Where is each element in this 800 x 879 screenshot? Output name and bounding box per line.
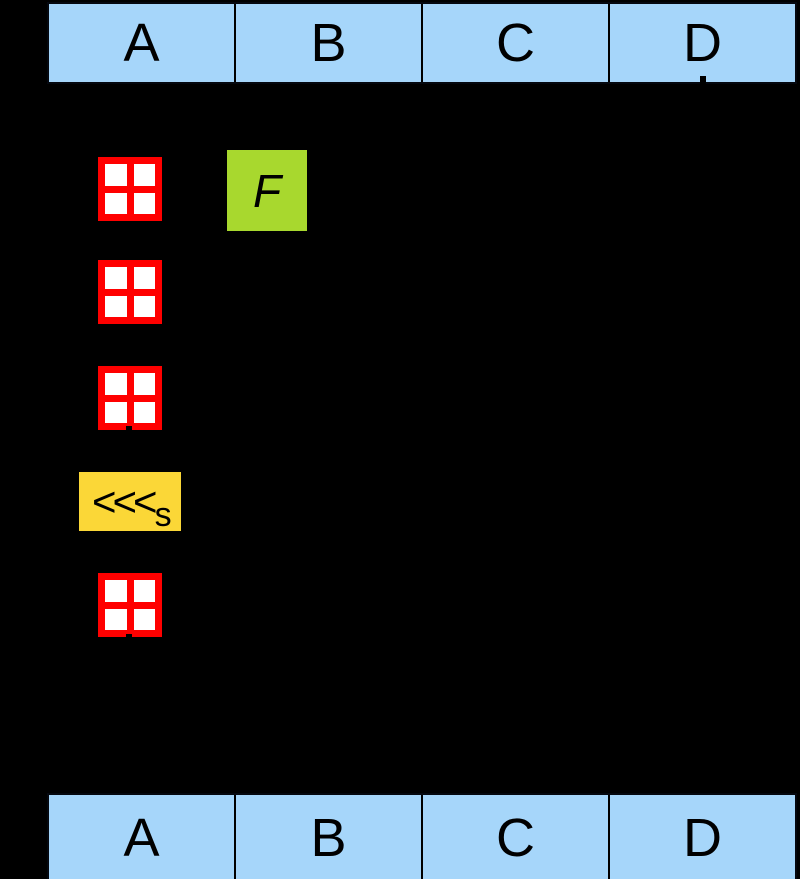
state-cell-top-a: A xyxy=(49,4,234,82)
plus-horizontal-bar xyxy=(105,288,155,296)
state-row-bottom: A B C D xyxy=(47,793,797,879)
state-label-bottom-d: D xyxy=(683,808,722,868)
arrow-tip-notch xyxy=(700,76,706,84)
addition-mod-box-icon xyxy=(98,260,162,324)
plus-horizontal-bar xyxy=(105,394,155,402)
shift-amount-subscript: s xyxy=(154,495,172,534)
addition-mod-box-icon xyxy=(98,573,162,637)
addition-mod-box-icon xyxy=(98,366,162,430)
addition-mod-box-icon xyxy=(98,157,162,221)
state-label-top-a: A xyxy=(123,13,160,73)
state-label-bottom-c: C xyxy=(496,808,535,868)
state-cell-top-b: B xyxy=(236,4,421,82)
f-function-box: F xyxy=(226,149,308,232)
arrow-tip-notch xyxy=(126,634,132,640)
left-rotate-label: <<< xyxy=(92,477,158,525)
state-cell-bottom-d: D xyxy=(610,795,795,879)
left-rotate-box: <<< s xyxy=(79,472,181,534)
state-label-bottom-b: B xyxy=(310,808,347,868)
state-label-top-c: C xyxy=(496,13,535,73)
state-cell-bottom-a: A xyxy=(49,795,234,879)
plus-horizontal-bar xyxy=(105,185,155,193)
state-row-top: A B C D xyxy=(47,2,797,84)
state-cell-bottom-b: B xyxy=(236,795,421,879)
state-cell-top-d: D xyxy=(610,4,795,82)
plus-horizontal-bar xyxy=(105,601,155,609)
state-cell-top-c: C xyxy=(423,4,608,82)
state-label-bottom-a: A xyxy=(123,808,160,868)
arrow-tip-notch xyxy=(126,426,132,432)
state-cell-bottom-c: C xyxy=(423,795,608,879)
state-label-top-b: B xyxy=(310,13,347,73)
f-function-label: F xyxy=(252,164,282,217)
state-label-top-d: D xyxy=(683,13,722,73)
